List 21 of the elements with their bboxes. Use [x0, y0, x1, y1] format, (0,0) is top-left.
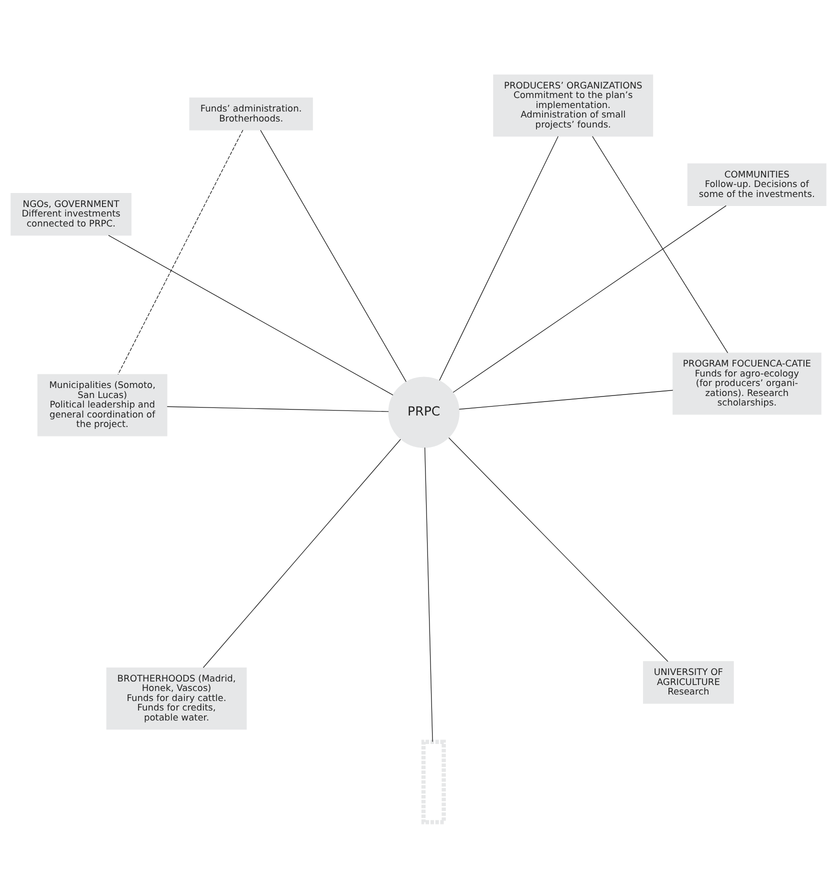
- connector: [108, 234, 394, 395]
- node-box: Funds’ administration. Brotherhoods.: [189, 97, 313, 130]
- node-box: UNIVERSITY OF AGRICULTURE Research: [643, 660, 734, 704]
- connector: [452, 204, 726, 392]
- connector: [439, 136, 558, 380]
- node-box: PRODUCERS’ ORGANIZATIONS Commitment to the plan’s implementation. Administration of small projects’ founds.: [493, 74, 654, 136]
- node-box: Municipalities (Somoto, San Lucas) Political leadership and general coordination of the project.: [37, 374, 168, 436]
- connector: [166, 406, 389, 412]
- node-circle: PRPC: [388, 376, 460, 448]
- connector: [592, 136, 728, 353]
- node-box: COMMUNITIES Follow-up. Decisions of some of the investments.: [687, 162, 826, 206]
- connector: [448, 436, 668, 662]
- connector: [118, 129, 244, 374]
- connector: [260, 129, 406, 382]
- node-box: PROGRAM FOCUENCA-CATIE Funds for agro-ecology (for producers’ organi-zations). Research scholarships.: [672, 352, 822, 414]
- connector: [458, 389, 674, 410]
- node-box: [421, 739, 446, 824]
- connector: [202, 438, 401, 668]
- node-box: NGOs, GOVERNMENT Different investments connected to PRPC.: [10, 192, 132, 236]
- node-box: BROTHERHOODS (Madrid, Honek, Vascos) Funds for dairy cattle. Funds for credits, potable water.: [106, 666, 247, 730]
- connector: [424, 446, 433, 742]
